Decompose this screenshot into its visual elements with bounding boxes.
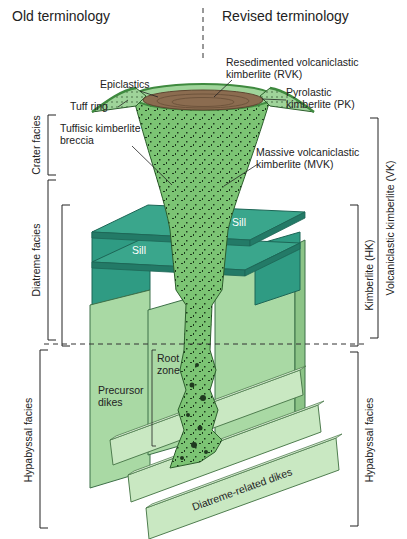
- term-label: Massive volcaniclastic kimberlite (MVK): [256, 146, 368, 170]
- term-label: Root zone: [157, 352, 187, 376]
- crater-rim: [133, 84, 273, 110]
- term-label: Tuffisic kimberlite breccia: [60, 122, 150, 146]
- crater-layer: [172, 98, 234, 107]
- term-label: Epiclastics: [100, 78, 150, 90]
- column-heading: Old terminology: [12, 8, 110, 24]
- sill-edge: [250, 212, 305, 246]
- facies-label: Diatreme facies: [30, 224, 42, 297]
- crater-layer: [157, 94, 249, 108]
- facies-label: Hypabyssal facies: [22, 398, 34, 483]
- term-label: Precursor dikes: [98, 384, 153, 408]
- diatreme-dike-top: [146, 434, 342, 508]
- dike-label: Diatreme-related dikes: [190, 465, 293, 512]
- root-zone-fragments: [180, 363, 208, 460]
- brackets: [40, 115, 378, 528]
- facies-label: Crater facies: [30, 115, 42, 175]
- divider-line: [203, 8, 204, 60]
- crater-fill: [143, 90, 263, 110]
- divider-line: [44, 344, 365, 345]
- term-label: Tuff ring: [70, 100, 108, 112]
- term-label: Pyrolastic kimberlite (PK): [286, 86, 366, 110]
- facies-label: Hypabyssal facies: [363, 398, 375, 483]
- facies-label: Kimberlite (HK): [363, 239, 375, 310]
- sill-edge: [245, 243, 300, 276]
- pipe-texture: [134, 100, 270, 468]
- sill-label: Sill: [132, 244, 146, 256]
- facies-label: Volcaniclastic kimberlite (VK): [384, 161, 396, 296]
- column-heading: Revised terminology: [222, 8, 349, 24]
- kimberlite-pipe: [134, 100, 270, 468]
- sill-label: Sill: [232, 216, 246, 228]
- term-label: Resedimented volcaniclastic kimberlite (…: [226, 56, 368, 80]
